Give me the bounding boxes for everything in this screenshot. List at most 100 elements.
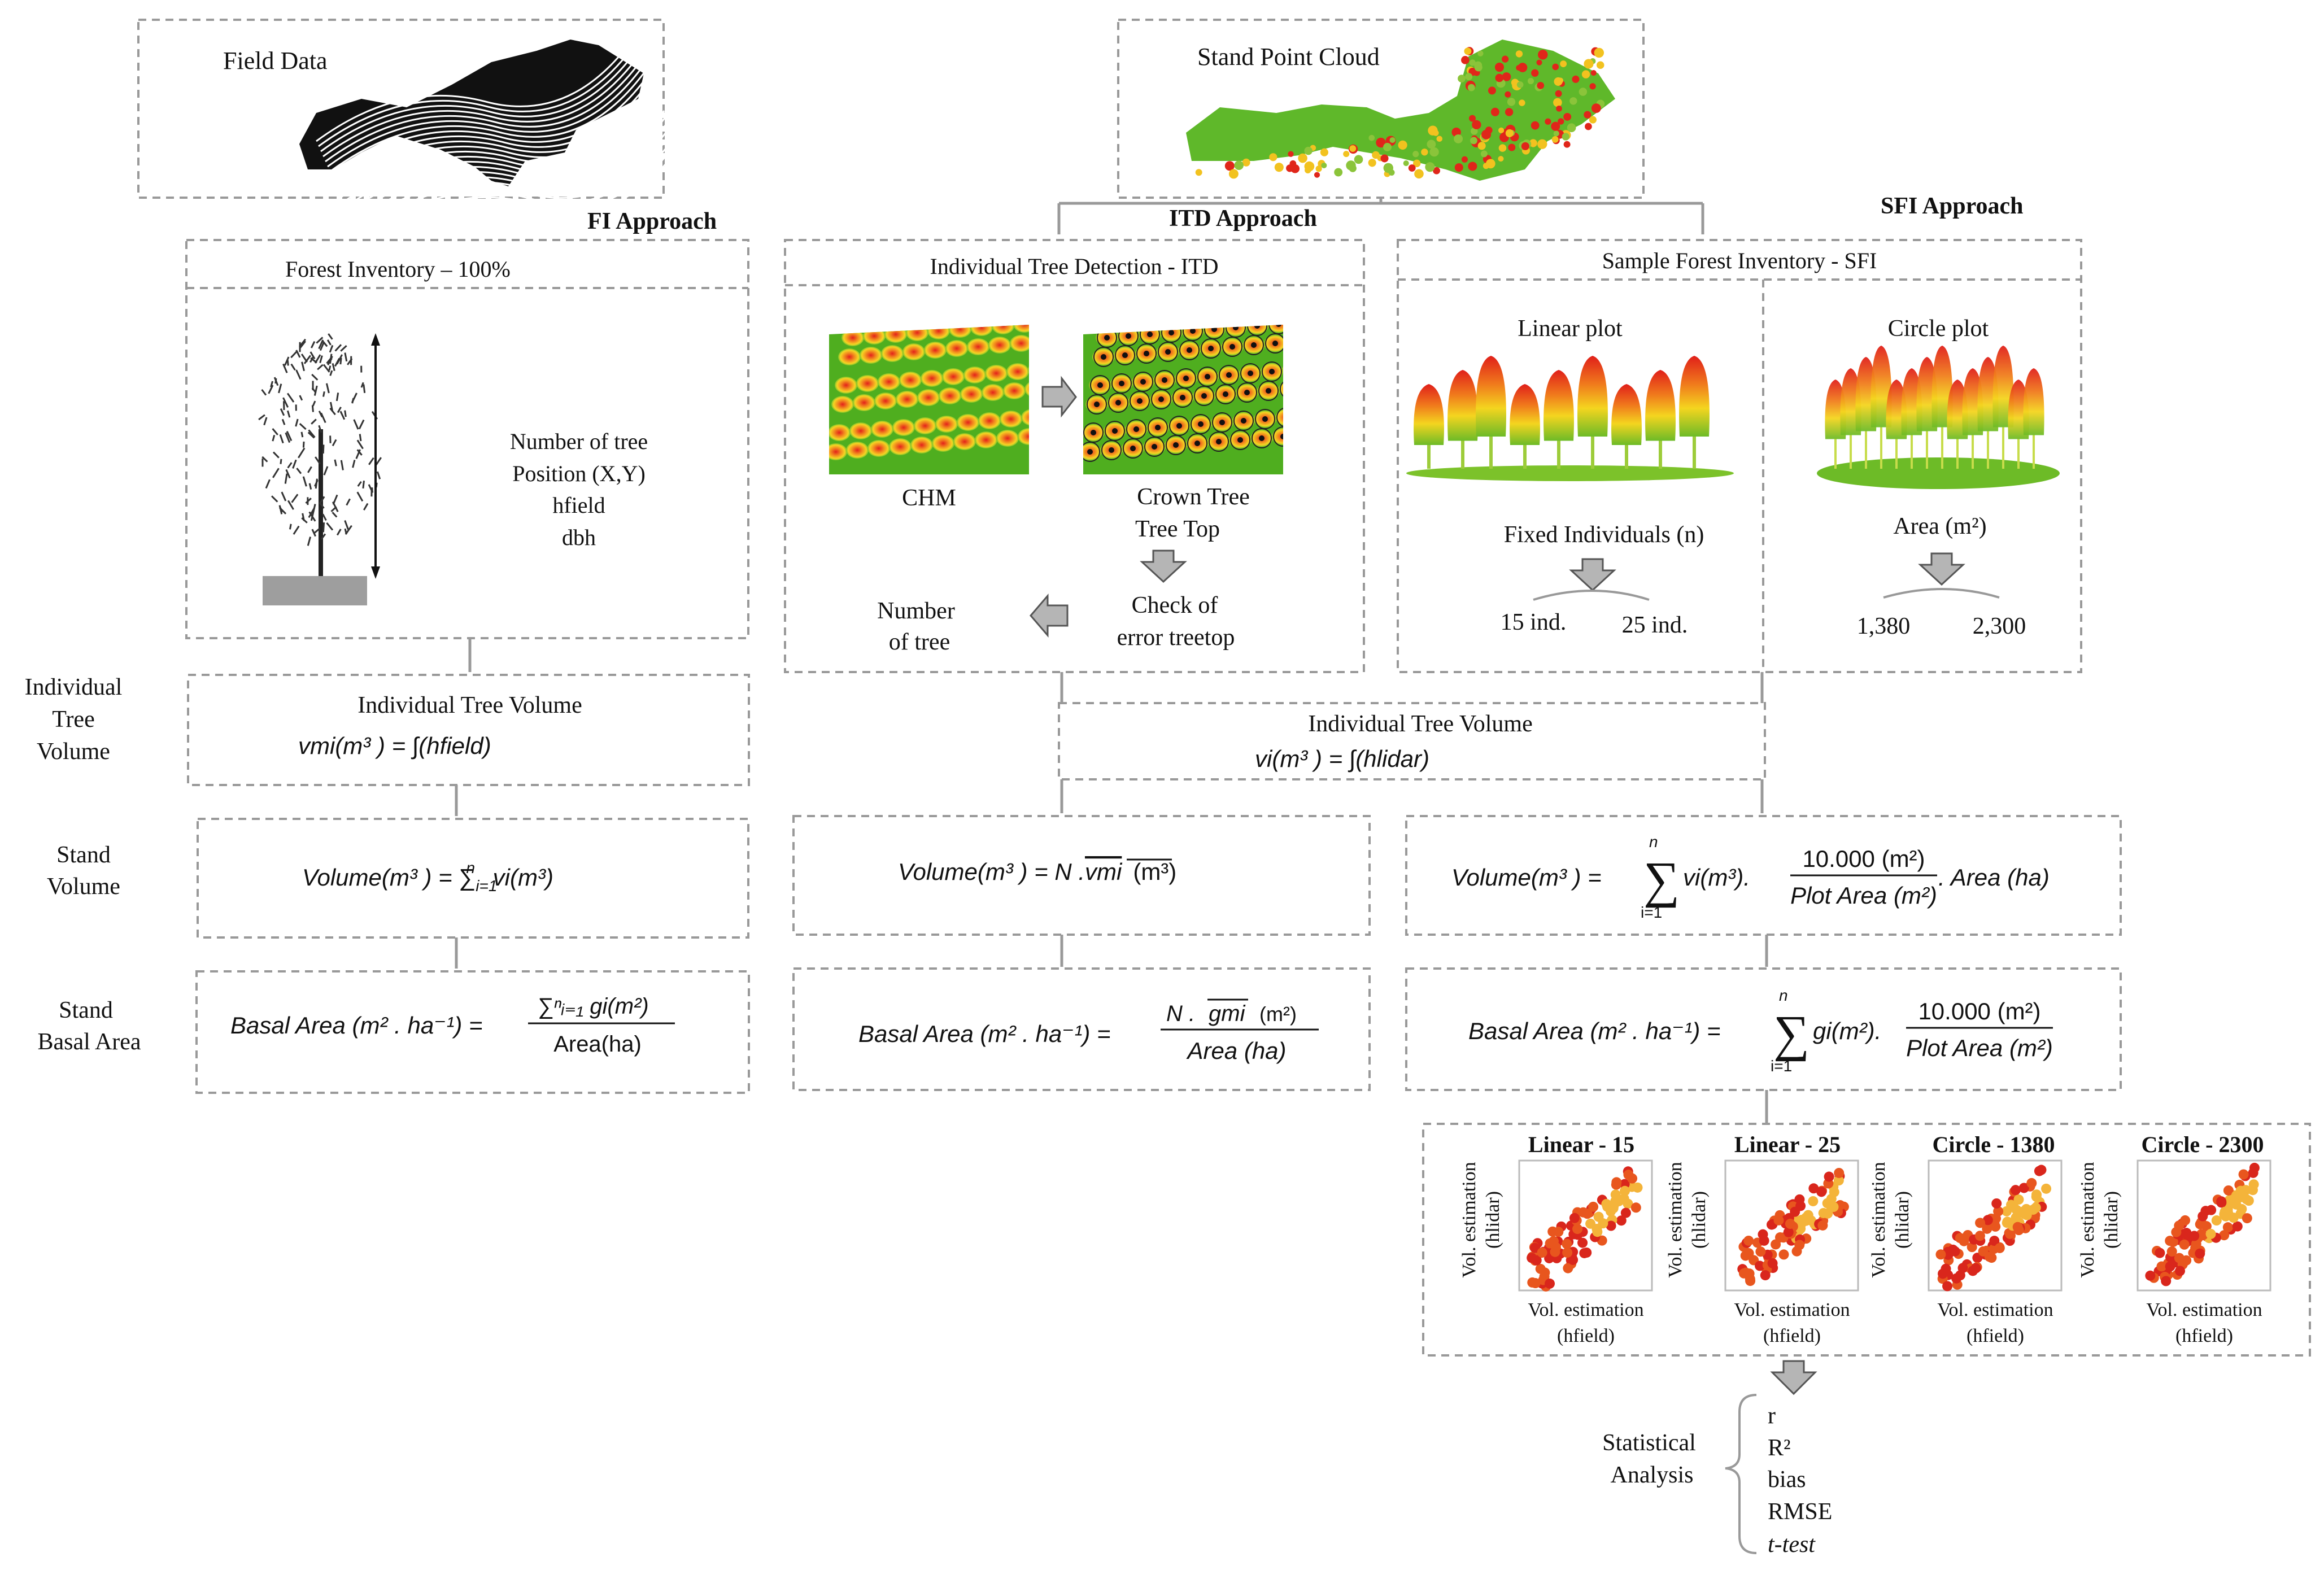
scatter-title-3: Circle - 1380 — [1933, 1132, 2055, 1157]
sba-sfi-formula: Basal Area (m² . ha⁻¹) = ∑ n i=1 gi(m²).… — [1468, 987, 2053, 1075]
svg-text:Area (ha): Area (ha) — [1185, 1037, 1286, 1064]
arrow-down-icon — [1569, 558, 1616, 592]
sv-fi-formula: Volume(m³ ) = ∑i=1n vi(m³) — [302, 859, 553, 895]
stats-label-1: Statistical — [1602, 1430, 1696, 1456]
sba-fi-formula: Basal Area (m² . ha⁻¹) = ∑ⁿᵢ₌₁ gi(m²) Ar… — [230, 994, 675, 1057]
svg-text:Plot Area (m²): Plot Area (m²) — [1790, 882, 1937, 909]
svg-text:vi(m³).: vi(m³). — [1683, 864, 1750, 891]
number-of-tree-label-2: of tree — [889, 629, 950, 655]
stats-item-rmse: RMSE — [1768, 1499, 1832, 1525]
check-of-label: Check of — [1132, 592, 1218, 618]
arrow-right-icon — [1041, 376, 1077, 418]
svg-text:∑: ∑ — [1773, 1006, 1810, 1062]
fi-attr-dbh: dbh — [562, 525, 596, 550]
stats-item-r2: R² — [1768, 1435, 1791, 1461]
itv-fi-formula: vmi(m³ ) = ∫(hfield) — [298, 732, 491, 760]
fi-attr-position: Position (X,Y) — [512, 461, 646, 486]
scatter-ylabel-4: Vol. estimation(hlidar) — [2077, 1162, 2122, 1277]
scatter-ylabel-1: Vol. estimation(hlidar) — [1459, 1162, 1503, 1277]
arrow-left-icon — [1030, 593, 1069, 638]
scatter-ylabel-3: Vol. estimation(hlidar) — [1868, 1162, 1913, 1277]
tree-top-label: Tree Top — [1135, 516, 1220, 542]
fi-box-title: Forest Inventory – 100% — [285, 256, 511, 282]
row-label-sba-2: Basal Area — [37, 1029, 141, 1055]
row-label-itv-3: Volume — [37, 739, 110, 765]
stats-item-ttest: t-test — [1768, 1532, 1816, 1558]
svg-text:n: n — [1779, 987, 1788, 1004]
svg-text:Plot Area (m²): Plot Area (m²) — [1906, 1035, 2053, 1061]
row-label-sv-1: Stand — [56, 842, 111, 868]
itd-approach-label: ITD Approach — [1169, 206, 1317, 232]
itv-lidar-box — [1058, 702, 1766, 780]
ind25-label: 25 ind. — [1622, 612, 1688, 638]
svg-text:Volume(m³ ) =: Volume(m³ ) = — [1451, 864, 1602, 891]
sv-itd-formula: Volume(m³ ) = N .vmi(m³) — [898, 858, 1176, 885]
stats-brace — [1725, 1394, 1757, 1554]
svg-text:Basal Area (m² . ha⁻¹) =: Basal Area (m² . ha⁻¹) = — [1468, 1018, 1721, 1044]
svg-text:Basal Area (m² . ha⁻¹) =: Basal Area (m² . ha⁻¹) = — [230, 1012, 483, 1039]
svg-text:(hfield): (hfield) — [1967, 1325, 2024, 1346]
sfi-box-title: Sample Forest Inventory - SFI — [1602, 248, 1877, 273]
svg-text:(hfield): (hfield) — [1763, 1325, 1821, 1346]
row-label-sv-2: Volume — [47, 874, 120, 900]
sba-itd-formula: Basal Area (m² . ha⁻¹) = N . gmi (m²) Ar… — [858, 998, 1319, 1064]
arrow-down-icon — [1140, 550, 1187, 583]
fi-approach-label: FI Approach — [587, 208, 717, 234]
scatter-ylabel-2: Vol. estimation(hlidar) — [1665, 1162, 1710, 1277]
pc-connector — [1057, 198, 1704, 234]
itv-lidar-title: Individual Tree Volume — [1308, 711, 1532, 737]
itd-box-title: Individual Tree Detection - ITD — [930, 254, 1219, 279]
svg-text:(hfield): (hfield) — [2175, 1325, 2233, 1346]
tree-illustration — [258, 333, 382, 605]
circle-plot-label: Circle plot — [1888, 316, 1989, 342]
stats-item-r: r — [1768, 1403, 1776, 1429]
row-label-sba-1: Stand — [59, 997, 113, 1023]
scatter-plot-1: Linear - 15 Vol. estimation(hlidar) Vol. e… — [1459, 1132, 1653, 1346]
field-data-map — [299, 39, 681, 249]
scatter-xlabel-2: Vol. estimation — [1734, 1299, 1850, 1320]
stand-point-cloud-title: Stand Point Cloud — [1197, 43, 1380, 71]
sba-itd-box — [792, 967, 1371, 1091]
row-label-itv-1: Individual — [25, 674, 123, 700]
sv-itd-box — [792, 815, 1371, 936]
itv-lidar-formula: vi(m³ ) = ∫(hlidar) — [1255, 745, 1429, 773]
stats-item-bias: bias — [1768, 1467, 1806, 1493]
fixed-individuals-label: Fixed Individuals (n) — [1504, 522, 1704, 548]
svg-text:Area(ha): Area(ha) — [553, 1032, 642, 1057]
chm-image — [829, 325, 1029, 474]
circle-plot-image — [1817, 346, 2060, 489]
scatter-xlabel-4: Vol. estimation — [2146, 1299, 2262, 1320]
sv-fi-box — [197, 818, 749, 939]
svg-text:i=1: i=1 — [1771, 1057, 1792, 1075]
area-m2-label: Area (m²) — [1893, 513, 1986, 539]
itd-box — [784, 239, 1365, 673]
scatter-title-4: Circle - 2300 — [2142, 1132, 2264, 1157]
sba-fi-box — [195, 970, 750, 1094]
stand-point-cloud-image — [1186, 40, 1615, 181]
svg-text:∑: ∑ — [1643, 852, 1680, 908]
area-2300-label: 2,300 — [1973, 613, 2026, 639]
error-treetop-label: error treetop — [1117, 625, 1235, 651]
svg-text:(hfield): (hfield) — [1557, 1325, 1615, 1346]
svg-text:Basal Area (m² . ha⁻¹) =: Basal Area (m² . ha⁻¹) = — [858, 1021, 1111, 1047]
itv-fi-title: Individual Tree Volume — [357, 692, 582, 718]
chm-label: CHM — [902, 485, 956, 511]
sfi-approach-label: SFI Approach — [1881, 193, 2023, 219]
fi-box — [185, 239, 749, 639]
sba-sfi-box — [1405, 967, 2122, 1091]
ind15-label: 15 ind. — [1501, 609, 1567, 635]
svg-text:(m²): (m²) — [1259, 1002, 1297, 1026]
scatter-plot-2: Linear - 25 Vol. estimation(hlidar) Vol. e… — [1665, 1132, 1859, 1346]
scatter-title-1: Linear - 15 — [1528, 1132, 1634, 1157]
itv-fi-box — [187, 674, 750, 786]
svg-text:. Area (ha): . Area (ha) — [1938, 864, 2050, 891]
svg-text:10.000 (m²): 10.000 (m²) — [1802, 845, 1925, 872]
scatter-xlabel-1: Vol. estimation — [1528, 1299, 1643, 1320]
sv-sfi-box — [1405, 815, 2122, 936]
number-of-tree-label-1: Number — [877, 598, 955, 624]
scatter-xlabel-3: Vol. estimation — [1937, 1299, 2053, 1320]
scatter-title-2: Linear - 25 — [1734, 1132, 1841, 1157]
arrow-down-icon — [1770, 1360, 1817, 1395]
